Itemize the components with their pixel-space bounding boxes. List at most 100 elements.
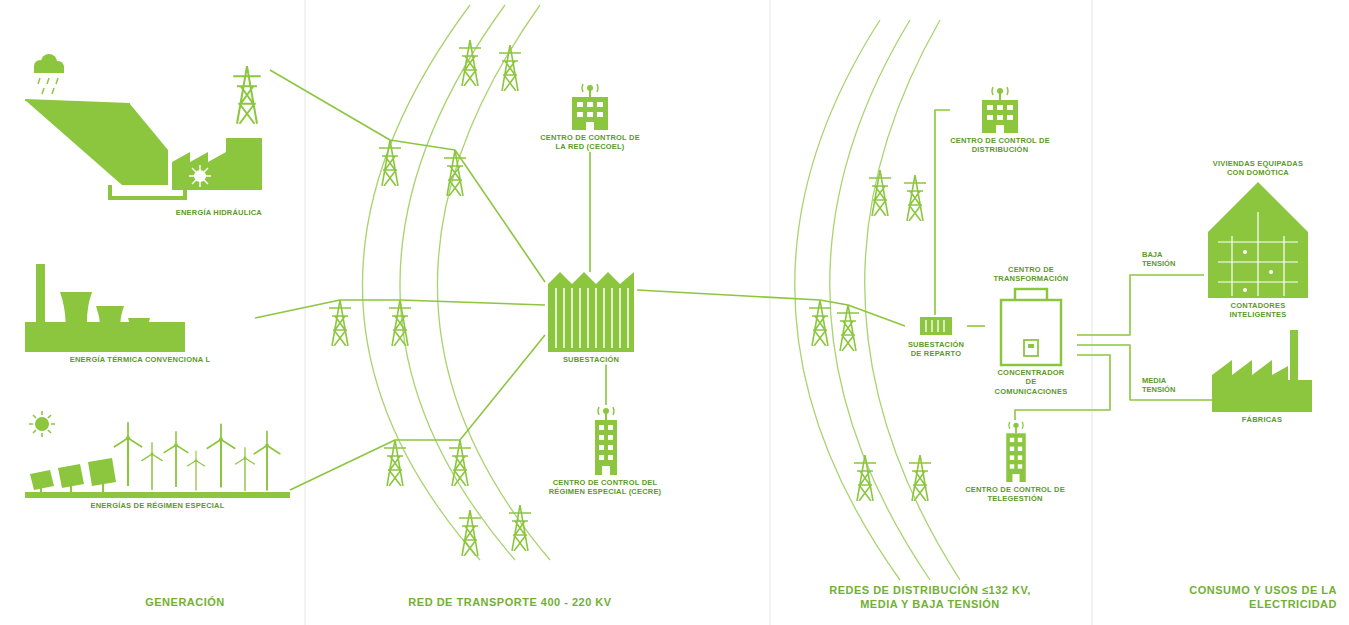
section-divider xyxy=(305,0,1092,625)
house-icon xyxy=(1218,212,1298,296)
house-icon xyxy=(1243,288,1247,292)
renewable-plant-icon xyxy=(102,484,104,492)
factory-icon xyxy=(1290,330,1298,380)
pylon xyxy=(329,40,931,556)
node-label: SUBESTACIÓN xyxy=(545,355,637,364)
section-heading: REDES DE DISTRIBUCIÓN ≤132 KV, MEDIA Y B… xyxy=(812,584,1048,612)
voltage-label: BAJA TENSIÓN xyxy=(1142,250,1188,269)
node-label: SUBESTACIÓN DE REPARTO xyxy=(905,340,967,359)
icon-area xyxy=(545,405,665,475)
node-label: ENERGÍAS DE RÉGIMEN ESPECIAL xyxy=(25,501,290,510)
hydro-plant-icon xyxy=(38,78,58,94)
node-label: CENTRO DE CONTROL DE DISTRIBUCIÓN xyxy=(950,136,1050,155)
transformer-center-icon xyxy=(1001,289,1061,365)
pylon xyxy=(869,170,891,216)
node-label: ENERGÍA TÉRMICA CONVENCIONA L xyxy=(25,355,255,364)
section-divider xyxy=(770,0,771,625)
node-label: ENERGÍA HIDRÁULICA xyxy=(20,208,262,217)
icon-area xyxy=(25,262,255,352)
icon-area xyxy=(25,400,290,498)
renewable-plant-icon xyxy=(164,432,188,487)
hydro-plant: ENERGÍA HIDRÁULICA xyxy=(20,55,270,217)
renewable-plant-icon xyxy=(25,411,290,498)
pylon xyxy=(809,300,831,346)
power-line xyxy=(1077,275,1204,335)
house-icon xyxy=(1243,250,1247,254)
renewable-plant-icon xyxy=(207,424,234,487)
power-line xyxy=(637,290,905,326)
hydro-plant-icon xyxy=(233,66,261,124)
control-center-icon xyxy=(1006,422,1025,482)
house-icon xyxy=(1208,182,1308,298)
distribution-substation: SUBESTACIÓN DE REPARTO xyxy=(905,315,967,359)
icon-area xyxy=(1204,182,1312,298)
transmission-arcs xyxy=(865,20,960,580)
pylon xyxy=(384,440,406,486)
power-line xyxy=(935,110,950,315)
control-center-icon xyxy=(595,407,617,475)
section-divider xyxy=(1092,0,1093,625)
icon-area xyxy=(991,340,1071,356)
pylon xyxy=(509,505,531,551)
thermal-plant-icon xyxy=(25,264,185,352)
transformer-center-icon xyxy=(1001,300,1061,365)
section-heading: GENERACIÓN xyxy=(85,596,285,610)
node-label: FÁBRICAS xyxy=(1212,415,1312,424)
transformer-center-icon xyxy=(1024,340,1038,356)
power-line xyxy=(1077,345,1212,400)
node-label: CONCENTRADOR DE COMUNICACIONES xyxy=(991,368,1071,396)
transformer-center: CENTRO DE TRANSFORMACIÓNCONCENTRADOR DE … xyxy=(985,265,1077,366)
renewable-plant-icon xyxy=(29,411,55,437)
power-line xyxy=(967,325,985,327)
renewable-plant-icon xyxy=(40,488,42,492)
icon-area xyxy=(905,315,967,337)
thermal-plant: ENERGÍA TÉRMICA CONVENCIONA L xyxy=(25,262,255,364)
icon-area xyxy=(950,85,1050,133)
node-label: CENTRO DE CONTROL DEL RÉGIMEN ESPECIAL (… xyxy=(545,478,665,497)
control-center-icon xyxy=(982,87,1018,133)
pylon xyxy=(449,440,471,486)
renewable-plant-icon xyxy=(88,458,116,486)
house-icon xyxy=(1269,270,1273,274)
renewable-plant-icon xyxy=(254,431,280,490)
renewable-plant-icon xyxy=(236,448,255,491)
control-center: CENTRO DE CONTROL DE DISTRIBUCIÓN xyxy=(950,85,1050,155)
icon-area xyxy=(540,82,640,130)
pylon xyxy=(499,45,521,91)
hydro-plant-icon xyxy=(25,100,168,185)
renewable-plant-icon xyxy=(35,417,49,431)
node-label: CENTRO DE CONTROL DE TELEGESTIÓN xyxy=(965,485,1065,504)
node-label: CENTRO DE CONTROL DE LA RED (CECOEL) xyxy=(540,133,640,152)
hydro-plant-icon xyxy=(34,66,64,73)
node-label: VIVIENDAS EQUIPADAS CON DOMÓTICA xyxy=(1204,159,1312,178)
pylon xyxy=(459,40,481,86)
transmission-arcs xyxy=(362,5,480,560)
icon-area xyxy=(985,288,1077,366)
thermal-plant-icon xyxy=(36,264,45,324)
renewable-plant-icon xyxy=(188,451,205,491)
power-line xyxy=(605,364,607,405)
substation-icon xyxy=(556,288,628,348)
communications-concentrator: CONCENTRADOR DE COMUNICACIONES xyxy=(991,340,1071,396)
factory-icon xyxy=(1212,330,1312,412)
substation-icon xyxy=(548,272,634,352)
renewable-plant-icon xyxy=(70,486,72,492)
pylon xyxy=(837,305,859,351)
transmission-arcs xyxy=(362,5,960,580)
power-line xyxy=(290,335,545,490)
transmission-arcs xyxy=(400,5,515,560)
renewable-plant: ENERGÍAS DE RÉGIMEN ESPECIAL xyxy=(25,400,290,510)
transmission-arcs xyxy=(437,5,550,560)
voltage-label: MEDIA TENSIÓN xyxy=(1142,376,1188,395)
transformer-center-icon xyxy=(1028,344,1034,348)
icon-area xyxy=(545,272,637,352)
factory-icon xyxy=(1212,360,1312,412)
control-center: CENTRO DE CONTROL DEL RÉGIMEN ESPECIAL (… xyxy=(545,405,665,497)
house-icon xyxy=(1208,182,1308,298)
pylon xyxy=(329,300,351,346)
smart-home: VIVIENDAS EQUIPADAS CON DOMÓTICACONTADOR… xyxy=(1204,159,1312,320)
power-line xyxy=(255,300,545,318)
power-line xyxy=(270,70,545,282)
